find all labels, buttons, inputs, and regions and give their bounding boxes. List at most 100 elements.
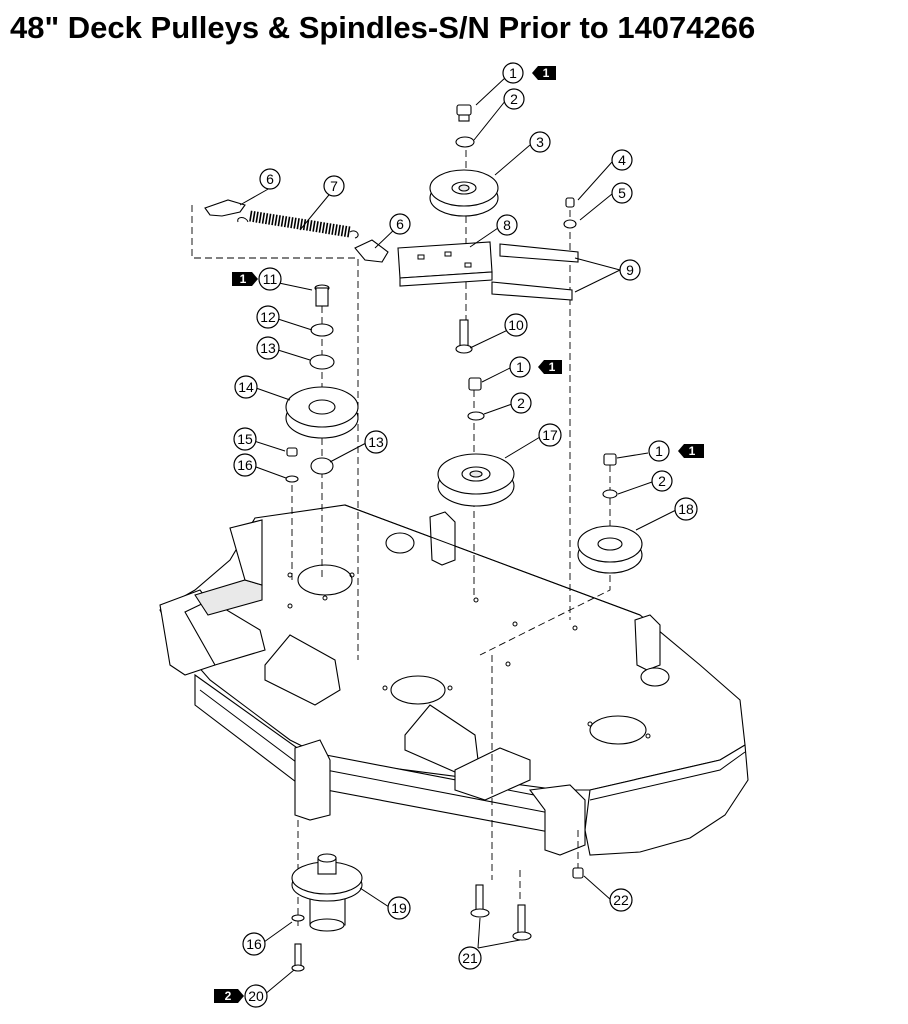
bolt-part-20 (291, 943, 305, 972)
note-flag-2: 2 (214, 989, 244, 1003)
callout-part-16-upper: 16 (233, 453, 257, 477)
idler-pulley-part-3 (429, 169, 499, 217)
carriage-bolt-part-21-left (470, 884, 490, 918)
washer-part-16-lower (291, 914, 305, 922)
nut-part-22 (572, 867, 584, 879)
note-flag-1-top: 1 (532, 66, 556, 80)
bolt-part-11 (314, 284, 330, 307)
washer-part-5 (563, 219, 577, 229)
locknut-part-1-middle (468, 377, 482, 391)
spring-hook-part-6-left (204, 199, 246, 217)
callout-label: 16 (237, 457, 253, 473)
callout-label: 1 (516, 359, 524, 375)
callout-part-19: 19 (387, 896, 411, 920)
callout-part-14: 14 (234, 375, 258, 399)
flag-label: 1 (240, 272, 247, 286)
rail-part-9-lower (491, 281, 573, 301)
callout-part-8: 8 (496, 214, 518, 236)
callout-label: 20 (248, 988, 264, 1004)
washer-part-2-top (455, 136, 475, 148)
note-flag-1-left: 1 (232, 272, 258, 286)
callout-part-1-right: 1 (648, 440, 670, 462)
callout-label: 4 (618, 152, 626, 168)
callout-label: 8 (503, 217, 511, 233)
callout-part-6-left: 6 (259, 168, 281, 190)
callout-label: 1 (655, 443, 663, 459)
callout-part-2-middle: 2 (510, 392, 532, 414)
callout-label: 2 (658, 473, 666, 489)
callout-label: 13 (260, 340, 276, 356)
pulley-part-14 (285, 386, 359, 439)
washer-part-2-middle (467, 411, 485, 421)
callout-part-17: 17 (538, 423, 562, 447)
callout-part-15: 15 (233, 427, 257, 451)
callout-part-1-middle: 1 (509, 356, 531, 378)
callout-part-1-top: 1 (502, 62, 524, 84)
callout-part-20: 20 (244, 984, 268, 1008)
callout-label: 16 (246, 936, 262, 952)
callout-label: 14 (238, 379, 254, 395)
callout-label: 12 (260, 309, 276, 325)
callout-part-13-top: 13 (256, 336, 280, 360)
callout-label: 19 (391, 900, 407, 916)
callout-part-2-top: 2 (503, 88, 525, 110)
callout-label: 6 (266, 171, 274, 187)
idler-pulley-part-17 (437, 453, 515, 507)
callout-part-9: 9 (619, 259, 641, 281)
callout-part-11: 11 (258, 267, 282, 291)
callout-part-5: 5 (611, 182, 633, 204)
idler-arm-part-8 (397, 241, 493, 287)
pulley-part-18 (577, 525, 643, 574)
spacer-part-13-top (309, 354, 335, 370)
locknut-part-1-right (603, 453, 617, 466)
callout-label: 9 (626, 262, 634, 278)
callout-part-4: 4 (611, 149, 633, 171)
locknut-part-1-top (456, 104, 472, 122)
callout-label: 11 (263, 271, 278, 287)
callout-part-7: 7 (323, 175, 345, 197)
flag-label: 1 (689, 444, 696, 458)
callout-label: 7 (330, 178, 338, 194)
page-title: 48" Deck Pulleys & Spindles-S/N Prior to… (10, 10, 756, 45)
washer-part-2-right (602, 489, 618, 499)
flag-label: 2 (225, 989, 232, 1003)
callout-label: 21 (462, 950, 478, 966)
rail-part-9-upper (499, 243, 579, 263)
callout-label: 13 (368, 434, 384, 450)
callout-part-10: 10 (504, 313, 528, 337)
callout-label: 6 (396, 216, 404, 232)
callout-label: 15 (237, 431, 253, 447)
nut-part-15 (286, 447, 298, 457)
flag-label: 1 (543, 66, 550, 80)
callout-label: 1 (509, 65, 517, 81)
callout-label: 2 (517, 395, 525, 411)
callout-label: 22 (613, 892, 629, 908)
spring-hook-part-6-right (354, 239, 389, 263)
callout-label: 3 (536, 134, 544, 150)
mower-deck (159, 504, 749, 856)
callout-part-13-lower: 13 (364, 430, 388, 454)
callout-label: 17 (542, 427, 558, 443)
callout-label: 18 (678, 501, 694, 517)
flag-label: 1 (549, 360, 556, 374)
note-flag-1-middle: 1 (538, 360, 562, 374)
callout-part-21: 21 (458, 946, 482, 970)
callout-label: 10 (508, 317, 524, 333)
callout-part-18: 18 (674, 497, 698, 521)
callout-part-16-lower: 16 (242, 932, 266, 956)
callout-part-6-right: 6 (389, 213, 411, 235)
callout-part-2-right: 2 (651, 470, 673, 492)
spacer-part-13-lower (310, 457, 334, 475)
callout-part-3: 3 (529, 131, 551, 153)
extension-spring-part-7 (237, 210, 359, 239)
callout-label: 2 (510, 91, 518, 107)
shoulder-bolt-part-10 (455, 319, 473, 354)
spindle-assembly-part-19 (291, 853, 363, 932)
callout-part-22: 22 (609, 888, 633, 912)
carriage-bolt-part-21-right (512, 904, 532, 941)
callout-label: 5 (618, 185, 626, 201)
washer-part-12 (310, 323, 334, 337)
bolt-part-4 (565, 197, 575, 208)
washer-part-16-upper (285, 475, 299, 483)
